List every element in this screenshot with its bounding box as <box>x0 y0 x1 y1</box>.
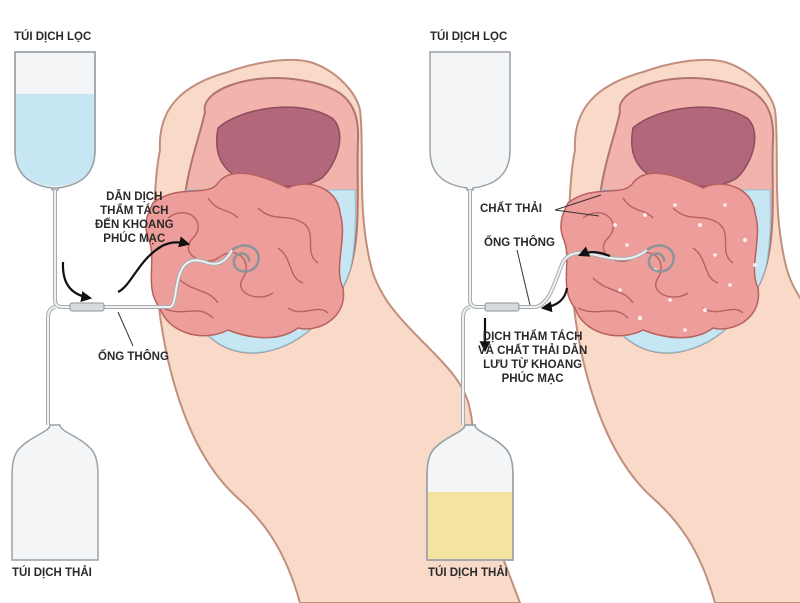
right-drain-label: DỊCH THẨM TÁCH VÀ CHẤT THẢI DẪN LƯU TỪ K… <box>478 331 588 385</box>
left-flow-label: DẪN DỊCH THẨM TÁCH ĐẾN KHOANG PHÚC MẠC <box>95 191 174 245</box>
left-inflow-arrow <box>61 261 93 302</box>
right-catheter-label: ỐNG THÔNG <box>484 237 555 249</box>
right-top-bag <box>429 51 511 191</box>
left-inflow-arrow-2 <box>117 236 191 293</box>
right-outflow-arrow-2 <box>540 287 569 313</box>
left-catheter-label: ỐNG THÔNG <box>98 351 169 363</box>
right-bottom-bag-label: TÚI DỊCH THẢI <box>428 567 508 579</box>
right-waste-pointer-2 <box>554 209 600 217</box>
left-top-bag-fluid <box>16 94 94 186</box>
left-top-bag-label: TÚI DỊCH LỌC <box>14 31 92 43</box>
right-outflow-arrow <box>577 246 611 258</box>
right-catheter-pointer <box>516 249 531 306</box>
right-panel <box>426 51 800 603</box>
left-catheter-coil <box>231 244 260 273</box>
left-bottom-bag <box>11 424 99 561</box>
right-waste-label: CHẤT THẢI <box>480 203 542 215</box>
right-bottom-bag-fluid <box>428 492 512 559</box>
right-waste-particles <box>613 203 757 332</box>
left-bottom-bag-label: TÚI DỊCH THẢI <box>12 567 92 579</box>
right-catheter-coil <box>646 244 675 273</box>
left-panel <box>11 51 521 603</box>
left-catheter-pointer <box>117 311 134 347</box>
right-waste-pointer-1 <box>554 194 602 211</box>
right-top-bag-label: TÚI DỊCH LỌC <box>430 31 508 43</box>
left-intestines <box>145 172 345 339</box>
